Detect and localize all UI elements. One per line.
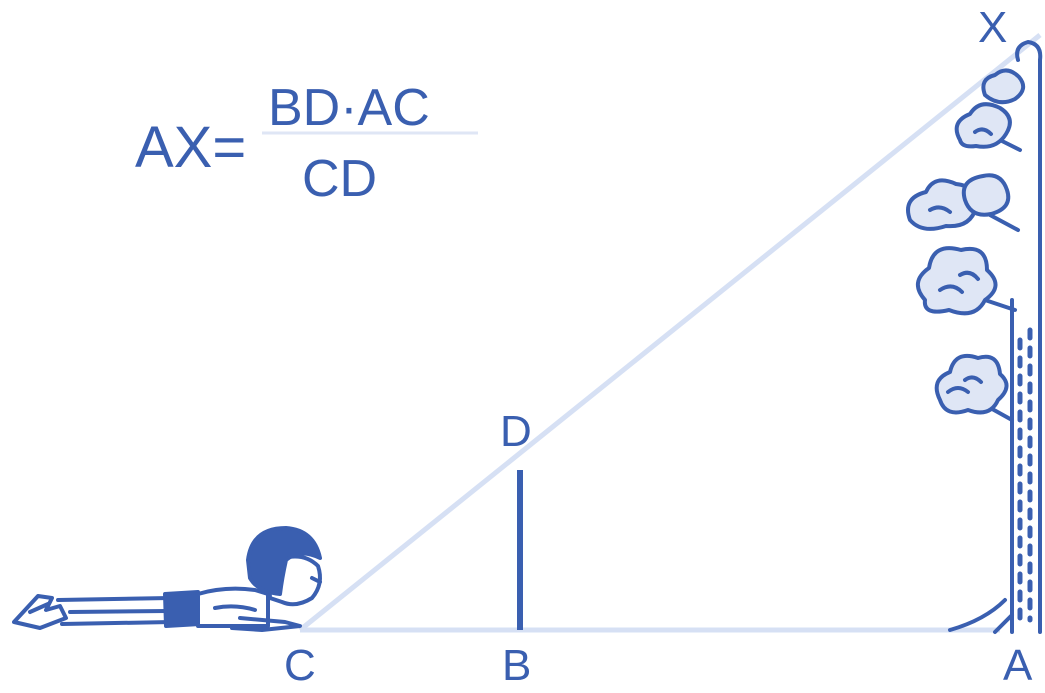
label-a: A	[1003, 641, 1033, 690]
formula-denominator: CD	[302, 150, 377, 208]
label-b: B	[502, 641, 531, 690]
formula: AX= BD·AC CD	[135, 79, 478, 208]
label-x: X	[978, 3, 1007, 52]
sight-line	[298, 33, 1042, 632]
formula-numerator: BD·AC	[268, 79, 430, 137]
tree-icon	[906, 40, 1043, 634]
lying-boy-figure	[12, 526, 322, 632]
label-c: C	[284, 641, 316, 690]
formula-lhs: AX=	[135, 115, 246, 180]
label-d: D	[500, 407, 532, 456]
